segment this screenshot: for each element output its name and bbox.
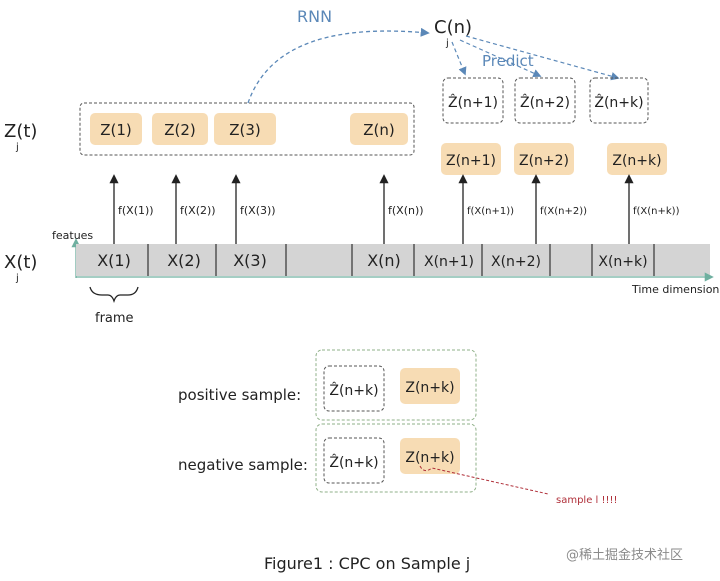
negative-sample-container — [315, 423, 477, 493]
negative-sample-label: negative sample: — [178, 456, 308, 474]
x-row-label: X(t) — [4, 252, 37, 273]
predict-arrow-1 — [451, 41, 467, 76]
encoder-label-n2: f(X(n+2)) — [540, 206, 587, 217]
encoder-label-n1: f(X(n+1)) — [467, 206, 514, 217]
z-row-label: Z(t) — [4, 121, 37, 142]
x-cell-nk: X(n+k) — [598, 254, 647, 270]
svg-text:Z(1): Z(1) — [100, 121, 132, 139]
x-cell-1: X(1) — [97, 251, 131, 270]
encoder-label-3: f(X(3)) — [240, 204, 276, 217]
svg-text:Z(2): Z(2) — [164, 121, 196, 139]
z-node-1: Z(1) — [90, 113, 142, 145]
z-node-2: Z(2) — [152, 113, 208, 145]
z-hat-node-nk: Ẑ(n+k) — [589, 77, 649, 124]
svg-text:Z(n+2): Z(n+2) — [519, 153, 569, 169]
predict-label: Predict — [482, 52, 534, 70]
positive-z-hat: Ẑ(n+k) — [323, 365, 385, 412]
encoder-label-nk: f(X(n+k)) — [633, 206, 680, 217]
negative-z-hat: Ẑ(n+k) — [323, 437, 385, 484]
svg-text:Ẑ(n+2): Ẑ(n+2) — [520, 93, 570, 111]
encoder-label-1: f(X(1)) — [118, 204, 154, 217]
z-row-subscript: j — [15, 142, 19, 153]
negative-sample-note: sample l !!!! — [556, 495, 618, 506]
frame-label: frame — [95, 311, 134, 326]
positive-z-target: Z(n+k) — [400, 368, 460, 404]
context-node: C(n) — [434, 17, 472, 38]
svg-text:Z(3): Z(3) — [229, 121, 261, 139]
x-cell-n2: X(n+2) — [491, 254, 541, 270]
svg-text:Z(n): Z(n) — [363, 121, 395, 139]
negative-note-pointer — [419, 465, 549, 495]
z-sequence-container — [79, 102, 415, 156]
frame-brace — [89, 286, 139, 304]
rnn-arc — [247, 27, 430, 104]
x-cell-n1: X(n+1) — [424, 254, 474, 270]
x-row-subscript: j — [15, 273, 19, 284]
predict-arrow-3 — [465, 35, 620, 81]
time-dimension-label: Time dimension — [631, 283, 719, 296]
frame-separators — [147, 244, 655, 276]
figure-caption: Figure1 : CPC on Sample j — [264, 554, 470, 573]
input-sequence-band — [76, 244, 710, 276]
svg-text:Z(n+1): Z(n+1) — [446, 153, 496, 169]
positive-sample-label: positive sample: — [178, 386, 301, 404]
z-node-nk: Z(n+k) — [607, 143, 667, 175]
watermark: @稀土掘金技术社区 — [566, 547, 683, 563]
svg-text:Z(n+k): Z(n+k) — [405, 450, 454, 466]
positive-sample-container — [315, 349, 477, 421]
svg-text:Z(n+k): Z(n+k) — [405, 380, 454, 396]
x-cell-3: X(3) — [233, 251, 267, 270]
encoder-label-n: f(X(n)) — [388, 204, 424, 217]
svg-text:Z(n+k): Z(n+k) — [612, 153, 661, 169]
z-hat-node-n2: Ẑ(n+2) — [514, 77, 576, 124]
features-label: featues — [52, 229, 93, 242]
svg-text:Ẑ(n+k): Ẑ(n+k) — [329, 453, 378, 471]
z-node-n: Z(n) — [350, 113, 408, 145]
svg-text:Ẑ(n+k): Ẑ(n+k) — [594, 93, 643, 111]
z-hat-node-n1: Ẑ(n+1) — [442, 77, 504, 124]
z-node-3: Z(3) — [214, 113, 276, 145]
svg-text:Ẑ(n+1): Ẑ(n+1) — [448, 93, 498, 111]
x-cell-2: X(2) — [167, 251, 201, 270]
z-node-n2: Z(n+2) — [514, 143, 574, 175]
encoder-label-2: f(X(2)) — [180, 204, 216, 217]
predict-arrow-2 — [459, 39, 542, 78]
z-node-n1: Z(n+1) — [441, 143, 501, 175]
rnn-label: RNN — [297, 7, 332, 26]
x-cell-n: X(n) — [367, 251, 401, 270]
svg-text:Ẑ(n+k): Ẑ(n+k) — [329, 381, 378, 399]
context-subscript: j — [445, 38, 449, 49]
negative-z-target: Z(n+k) — [400, 438, 460, 474]
